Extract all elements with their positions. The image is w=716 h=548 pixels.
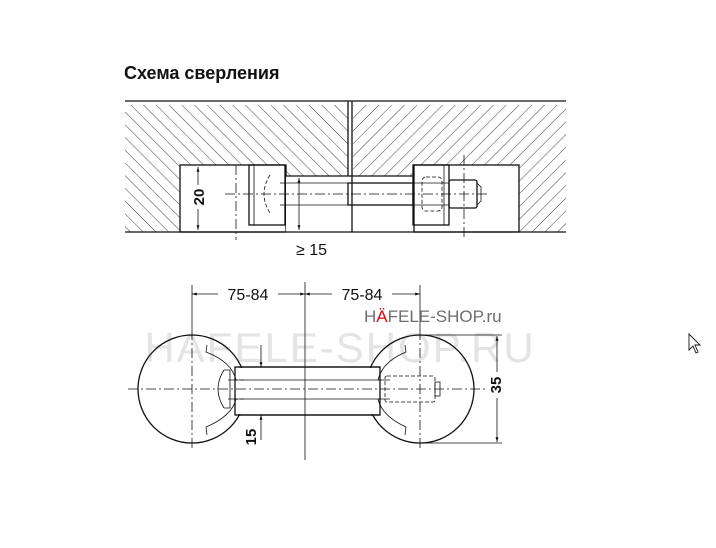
bottom-plan-view: 75-84 75-84 15: [128, 282, 505, 460]
left-distance-label: 75-84: [228, 287, 269, 304]
height-dim-label: 20: [191, 189, 208, 206]
right-distance-label: 75-84: [342, 287, 383, 304]
top-section-view: 20 ≥ 15: [125, 100, 566, 259]
pointer-cursor-icon: [688, 332, 702, 354]
page-title: Схема сверления: [124, 63, 280, 83]
watermark: HAFELE-SHOP.RU: [144, 324, 535, 371]
diameter-label: 35: [488, 377, 505, 394]
min-distance-label: ≥ 15: [296, 242, 327, 259]
right-drill-pocket: [413, 164, 520, 233]
left-fitting: [248, 164, 286, 226]
hafele-shop-logo[interactable]: HÄFELE-SHOP.ru: [364, 307, 502, 326]
bar-width-label: 15: [243, 429, 260, 446]
